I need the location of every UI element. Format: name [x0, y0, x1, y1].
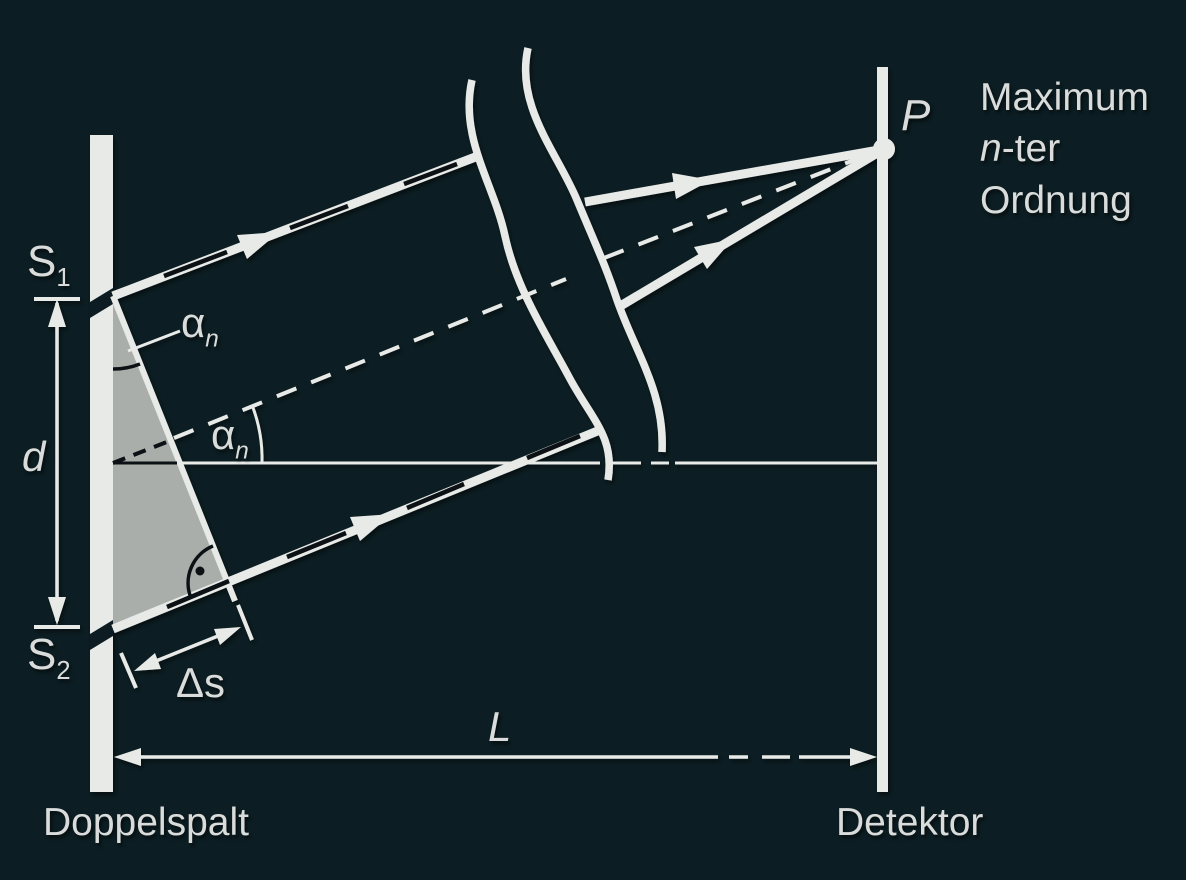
angle-label-lower: αn: [211, 411, 249, 463]
center-dashed-right: [603, 151, 873, 260]
double-slit-caption: Doppelspalt: [43, 801, 249, 844]
l-dimension-arrow: [114, 748, 877, 766]
ray1-arrowhead-icon: [237, 232, 279, 259]
angle-lower-sub: n: [235, 437, 249, 465]
ray2-dash-3: [406, 481, 465, 511]
break-wave-right: [521, 47, 666, 453]
slit-1-opening: [90, 288, 113, 318]
delta-s-arrow-right-icon: [214, 627, 241, 645]
l-arrow-left-icon: [114, 748, 141, 766]
angle-arc-axis: [250, 404, 264, 464]
slit1-label: S1: [27, 237, 71, 291]
ray2-dash-1: [166, 578, 230, 610]
slit-2-opening: [90, 620, 113, 650]
delta-s-line: [155, 634, 219, 663]
slit1-label-sub: 1: [56, 263, 71, 292]
maximum-line3: Ordnung: [980, 178, 1132, 222]
d-arrow-up-icon: [48, 299, 66, 327]
d-dimension-arrow: [34, 297, 80, 629]
lower-ray-band: [614, 145, 887, 312]
ray1-dash-2: [289, 203, 349, 231]
slit-spacing-label: d: [22, 433, 46, 480]
path-difference-label: Δs: [176, 659, 226, 706]
upper-ray-band: [584, 144, 885, 207]
central-dashed-line: [173, 151, 873, 440]
center-dashed-left: [173, 277, 567, 440]
delta-s-tick-right: [236, 604, 254, 641]
maximum-annotation: Maximum n-ter Ordnung: [980, 72, 1149, 226]
ray2-dash-4: [526, 433, 581, 461]
slit2-label: S2: [27, 630, 71, 684]
ray1-dash-1: [163, 249, 228, 279]
maximum-line1: Maximum: [980, 76, 1150, 119]
ray1-wave-dashes: [163, 161, 458, 279]
ray1-dash-3: [403, 161, 458, 187]
d-arrow-down-icon: [48, 597, 66, 625]
right-angle-marker: [186, 544, 214, 599]
maximum-line2-rest: -ter: [1001, 127, 1061, 171]
ray2-wave-dashes: [166, 433, 581, 610]
point-p-label: P: [901, 91, 931, 140]
double-slit-barrier: [90, 135, 113, 792]
break-wave-left: [465, 79, 613, 481]
delta-s-arrow-left-icon: [134, 653, 161, 671]
ray-to-point-lower: [614, 145, 887, 312]
angle-label-upper: αn: [181, 299, 219, 351]
delta-s-dimension-arrow: [119, 604, 254, 689]
detector-caption: Detektor: [836, 801, 984, 844]
angle-upper-base: α: [181, 299, 206, 346]
ray2-arrowhead-icon: [350, 514, 392, 541]
maximum-line2: n-ter: [980, 123, 1149, 174]
ray2-dash-2: [286, 530, 347, 560]
detector-screen-line: [877, 67, 888, 792]
perpendicular-edge-line: [110, 294, 238, 603]
right-angle-dot-icon: [195, 566, 205, 576]
lower-ray-arrowhead-icon: [694, 239, 733, 269]
angle-arc-slit1: [112, 362, 141, 371]
angle-lower-base: α: [211, 411, 236, 458]
slit2-label-sub: 2: [56, 656, 71, 685]
screen-distance-label: L: [488, 703, 512, 750]
delta-s-tick-left: [119, 652, 138, 689]
ray-to-point-upper: [584, 144, 885, 207]
slit1-label-base: S: [27, 237, 57, 286]
point-p-dot: [873, 138, 895, 160]
slit2-label-base: S: [27, 630, 57, 679]
l-arrow-right-icon: [850, 748, 877, 766]
upper-ray-arrowhead-icon: [672, 173, 711, 199]
angle-upper-sub: n: [205, 325, 219, 353]
angle-label-pointer-line: [127, 329, 181, 353]
center-dashed-on-triangle: [112, 438, 173, 465]
maximum-line2-n: n: [980, 127, 1002, 171]
